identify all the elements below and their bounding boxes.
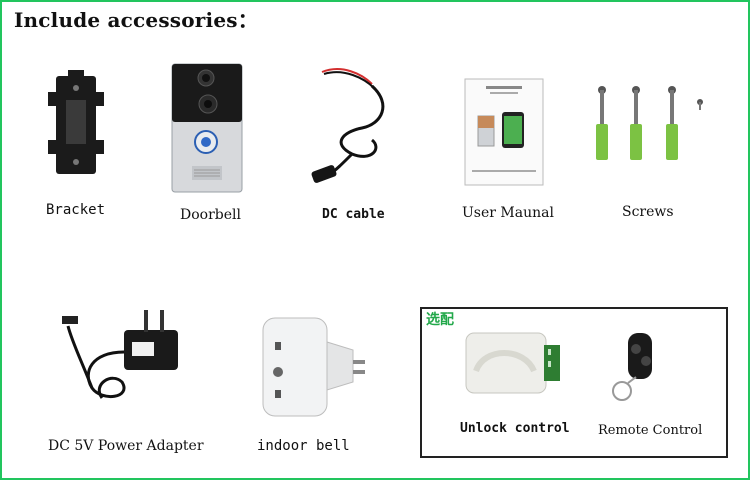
optional-tag: 选配 — [426, 312, 454, 328]
indoor-bell-item — [257, 312, 367, 422]
optional-accessories-box: 选配 Unlock control Remote Control — [420, 307, 728, 458]
unlock-control-item — [464, 331, 564, 397]
bracket-label: Bracket — [46, 202, 106, 218]
power-adapter-image — [62, 310, 178, 399]
bracket-image — [48, 70, 104, 174]
user-manual-image — [464, 78, 544, 186]
bracket-item — [42, 70, 112, 180]
doorbell-label: Doorbell — [180, 207, 241, 223]
screws-item — [588, 86, 712, 166]
screw-set-2 — [630, 86, 642, 160]
indoor-bell-image — [262, 317, 365, 417]
remote-control-image — [612, 333, 652, 401]
screws-image — [596, 86, 703, 160]
screws-label: Screws — [622, 204, 674, 220]
user-manual-label: User Maunal — [462, 205, 554, 221]
screw-set-1 — [596, 86, 608, 160]
user-manual-item — [464, 78, 544, 186]
power-adapter-item — [62, 302, 202, 412]
dc-cable-image — [311, 68, 385, 183]
remote-control-item — [594, 329, 674, 409]
unlock-control-label: Unlock control — [460, 421, 570, 436]
remote-control-label: Remote Control — [598, 423, 703, 438]
dc-cable-label: DC cable — [322, 207, 385, 222]
power-adapter-label: DC 5V Power Adapter — [48, 438, 204, 454]
doorbell-item — [170, 62, 244, 194]
indoor-bell-label: indoor bell — [257, 438, 350, 454]
doorbell-image — [171, 63, 243, 193]
unlock-control-image — [465, 332, 560, 394]
page-title: Include accessories： — [14, 8, 258, 32]
dc-cable-item — [302, 64, 402, 186]
screw-set-3 — [666, 86, 678, 160]
